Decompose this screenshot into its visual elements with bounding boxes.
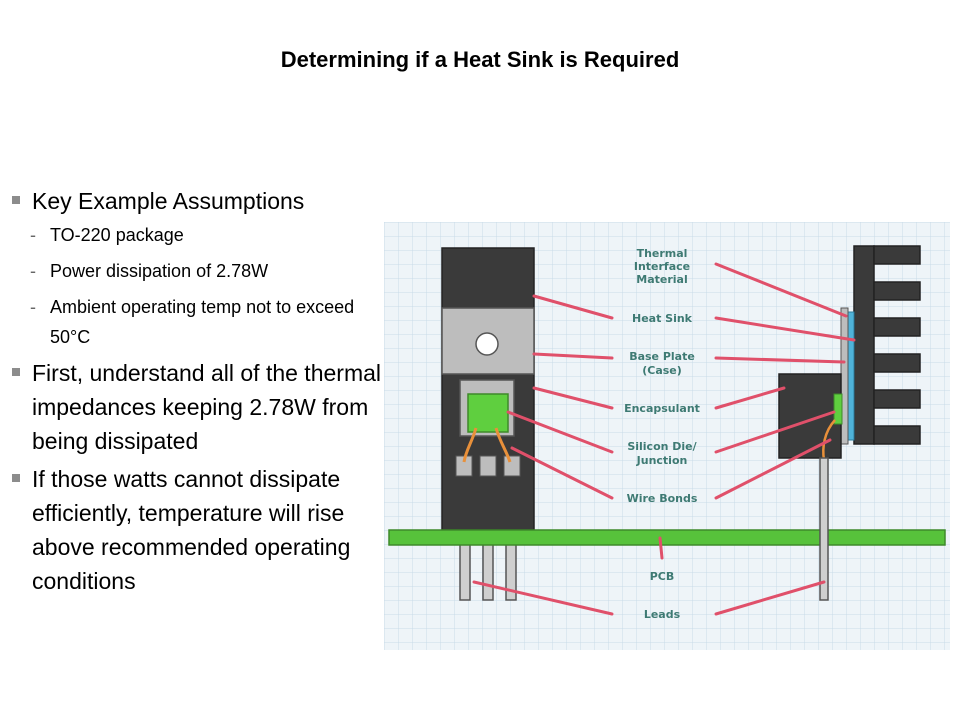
square-bullet-icon xyxy=(12,196,20,204)
dash-bullet-icon: - xyxy=(30,261,36,281)
heat-sink-fin xyxy=(873,389,921,409)
leader-wire-bonds-left xyxy=(510,446,614,500)
wire-bond-left xyxy=(462,427,478,463)
dash-bullet-icon: - xyxy=(30,297,36,317)
silicon-die-side xyxy=(833,393,843,425)
leader-heat-sink-right xyxy=(714,316,856,342)
sub-bullet-text: Power dissipation of 2.78W xyxy=(50,261,269,281)
leader-wire-bonds-right xyxy=(714,438,832,500)
encapsulant-side xyxy=(778,373,842,459)
label-wire-bonds: Wire Bonds xyxy=(627,492,698,505)
wire-bond-side xyxy=(822,419,836,461)
heat-sink-fin xyxy=(873,281,921,301)
leader-die-right xyxy=(714,410,836,454)
leader-heat-sink-left xyxy=(532,294,614,320)
heat-sink-side-view xyxy=(778,245,921,601)
heat-sink-fin xyxy=(873,245,921,265)
sub-bullet-item: - Power dissipation of 2.78W xyxy=(10,256,382,286)
bullet-item: First, understand all of the thermal imp… xyxy=(10,356,382,458)
label-base-plate-line2: (Case) xyxy=(642,364,682,377)
bullet-text: First, understand all of the thermal imp… xyxy=(32,360,381,454)
diagram-svg: Thermal Interface Material Heat Sink Bas… xyxy=(384,222,950,650)
bullet-item: If those watts cannot dissipate efficien… xyxy=(10,462,382,598)
leader-encapsulant-left xyxy=(532,386,614,410)
heat-sink-fin xyxy=(873,353,921,373)
label-tim-line3: Material xyxy=(636,273,687,286)
bullet-list: Key Example Assumptions - TO-220 package… xyxy=(10,184,382,600)
leader-pcb xyxy=(658,536,664,560)
bullet-item: Key Example Assumptions xyxy=(10,184,382,218)
leader-tim xyxy=(714,262,848,318)
bond-pad-right xyxy=(503,455,521,477)
sub-bullet-text: Ambient operating temp not to exceed 50°… xyxy=(50,297,355,347)
to220-front-view xyxy=(441,247,535,601)
label-heat-sink: Heat Sink xyxy=(632,312,693,325)
leader-encapsulant-right xyxy=(714,386,786,410)
heat-sink-fin xyxy=(873,425,921,445)
wire-bond-right xyxy=(494,427,512,463)
thermal-interface-layer xyxy=(847,311,855,441)
label-encapsulant: Encapsulant xyxy=(624,402,700,415)
bullet-text: Key Example Assumptions xyxy=(32,188,305,214)
square-bullet-icon xyxy=(12,368,20,376)
leader-lines xyxy=(472,262,856,616)
lead-side xyxy=(819,457,829,601)
sub-bullet-text: TO-220 package xyxy=(50,225,184,245)
bullet-text: If those watts cannot dissipate efficien… xyxy=(32,466,351,594)
heat-sink-diagram: Thermal Interface Material Heat Sink Bas… xyxy=(384,222,950,650)
heat-sink-fin xyxy=(873,317,921,337)
slide-title: Determining if a Heat Sink is Required xyxy=(280,47,680,72)
pcb-board xyxy=(388,529,946,546)
label-base-plate-line1: Base Plate xyxy=(629,350,695,363)
dash-bullet-icon: - xyxy=(30,225,36,245)
label-tim-line2: Interface xyxy=(634,260,690,273)
label-tim-line1: Thermal xyxy=(637,247,688,260)
label-die-line1: Silicon Die/ xyxy=(627,440,697,453)
sub-bullet-item: - Ambient operating temp not to exceed 5… xyxy=(10,292,382,352)
mounting-hole xyxy=(475,332,499,356)
heat-sink-base xyxy=(853,245,875,445)
sub-bullet-item: - TO-220 package xyxy=(10,220,382,250)
silicon-die xyxy=(467,393,509,433)
label-pcb: PCB xyxy=(650,570,675,583)
square-bullet-icon xyxy=(12,474,20,482)
diagram-labels: Thermal Interface Material Heat Sink Bas… xyxy=(624,247,700,621)
leader-base-plate-left xyxy=(532,352,614,360)
leader-base-plate-right xyxy=(714,356,846,364)
label-die-line2: Junction xyxy=(636,454,688,467)
leader-die-left xyxy=(506,410,614,454)
leader-leads-right xyxy=(714,580,826,616)
bond-pad-middle xyxy=(479,455,497,477)
leader-leads-left xyxy=(472,580,614,616)
label-leads: Leads xyxy=(644,608,681,621)
